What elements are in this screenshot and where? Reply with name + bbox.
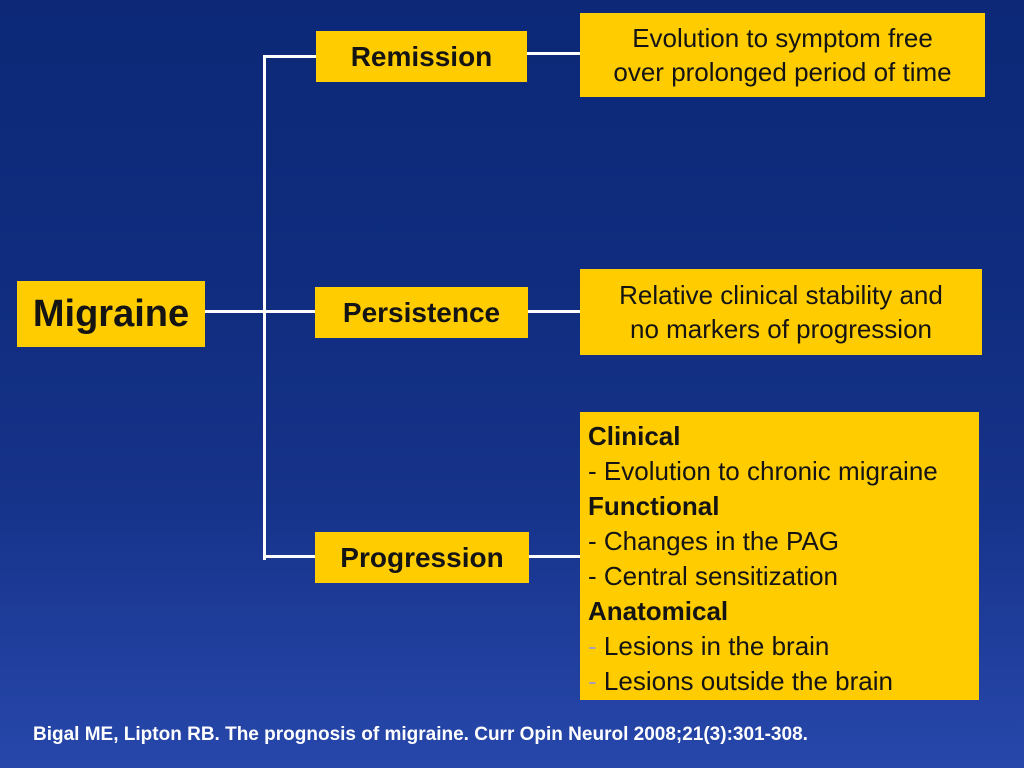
description-progression: Clinical - Evolution to chronic migraine… [580, 412, 979, 700]
detail-item: - Lesions outside the brain [588, 664, 973, 699]
connector-persistence-to-description [528, 310, 580, 313]
node-progression-label: Progression [340, 541, 504, 573]
detail-item: - Evolution to chronic migraine [588, 454, 973, 489]
description-remission-line-1: Evolution to symptom free [632, 23, 933, 53]
detail-header-clinical: Clinical [588, 419, 973, 454]
detail-header-anatomical: Anatomical [588, 594, 973, 629]
node-migraine-label: Migraine [32, 292, 190, 335]
node-remission-label: Remission [350, 40, 493, 72]
detail-item-text: Evolution to chronic migraine [603, 456, 938, 486]
connector-progression-to-description [529, 555, 580, 558]
detail-header-clinical-text: Clinical [588, 421, 681, 451]
description-remission-line-2: over prolonged period of time [613, 57, 952, 87]
node-remission: Remission [316, 31, 527, 82]
detail-item: - Changes in the PAG [588, 524, 973, 559]
detail-header-functional-text: Functional [588, 491, 720, 521]
bullet-dash-muted: - [588, 631, 597, 661]
node-persistence-label: Persistence [342, 296, 501, 328]
node-persistence: Persistence [315, 287, 528, 338]
connector-trunk-to-remission [263, 55, 316, 58]
connector-trunk-to-progression [263, 555, 315, 558]
connector-remission-to-description [527, 52, 580, 55]
connector-migraine-to-persistence [205, 310, 315, 313]
description-remission: Evolution to symptom free over prolonged… [580, 13, 985, 97]
detail-item: - Lesions in the brain [588, 629, 973, 664]
detail-item-text: Lesions outside the brain [603, 666, 893, 696]
detail-item: - Central sensitization [588, 559, 973, 594]
description-persistence: Relative clinical stability and no marke… [580, 269, 982, 355]
detail-header-anatomical-text: Anatomical [588, 596, 729, 626]
detail-item-text: Lesions in the brain [603, 631, 830, 661]
detail-item-text: Changes in the PAG [603, 526, 840, 556]
bullet-dash: - [588, 561, 597, 591]
citation: Bigal ME, Lipton RB. The prognosis of mi… [33, 724, 808, 745]
bullet-dash: - [588, 526, 597, 556]
node-progression: Progression [315, 532, 529, 583]
detail-header-functional: Functional [588, 489, 973, 524]
bullet-dash-muted: - [588, 666, 597, 696]
detail-item-text: Central sensitization [603, 561, 839, 591]
node-migraine: Migraine [17, 281, 205, 347]
connector-vertical-trunk [263, 55, 266, 560]
description-persistence-line-1: Relative clinical stability and [619, 280, 943, 310]
description-persistence-line-2: no markers of progression [629, 314, 933, 344]
bullet-dash: - [588, 456, 597, 486]
